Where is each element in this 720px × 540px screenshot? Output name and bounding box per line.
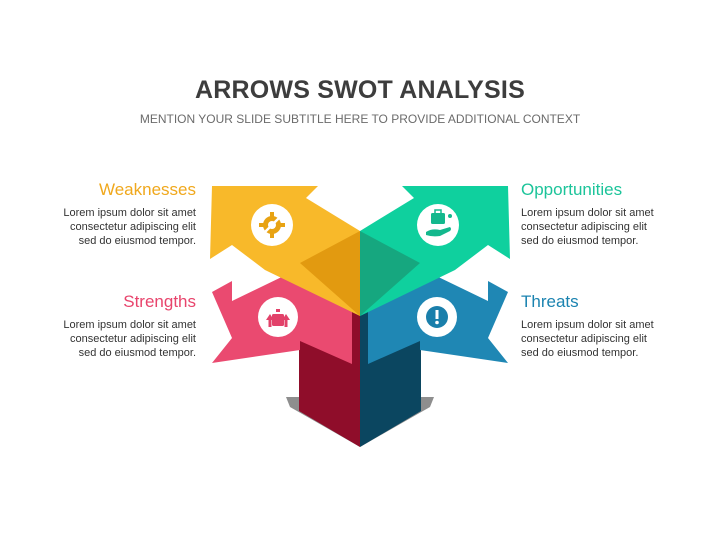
opportunities-text: Lorem ipsum dolor sit amet consectetur a…	[521, 206, 701, 248]
center-facet-right	[360, 231, 420, 316]
threats-line: sed do eiusmod tempor.	[521, 347, 639, 359]
threats-line: consectetur adipiscing elit	[521, 333, 647, 345]
weaknesses-title: Weaknesses	[98, 180, 196, 199]
threats-text: Lorem ipsum dolor sit amet consectetur a…	[521, 318, 701, 360]
weaknesses-text: Lorem ipsum dolor sit amet consectetur a…	[16, 206, 196, 248]
opportunities-line: consectetur adipiscing elit	[521, 221, 647, 233]
slide-title: ARROWS SWOT ANALYSIS	[195, 76, 525, 104]
opportunities-line: sed do eiusmod tempor.	[521, 235, 639, 247]
warning-icon	[426, 306, 448, 328]
strengths-block: Strengths Lorem ipsum dolor sit amet con…	[16, 292, 196, 360]
strengths-line: consectetur adipiscing elit	[70, 333, 196, 345]
strengths-line: Lorem ipsum dolor sit amet	[63, 319, 196, 331]
slide-subtitle: MENTION YOUR SLIDE SUBTITLE HERE TO PROV…	[139, 112, 581, 126]
opportunities-block: Opportunities Lorem ipsum dolor sit amet…	[521, 180, 701, 248]
center-facet-left	[300, 231, 360, 316]
threats-title: Threats	[521, 292, 579, 311]
opportunities-line: Lorem ipsum dolor sit amet	[521, 207, 654, 219]
weaknesses-line: sed do eiusmod tempor.	[78, 235, 196, 247]
weaknesses-line: consectetur adipiscing elit	[70, 221, 196, 233]
opportunities-arrow	[360, 186, 510, 316]
strengths-text: Lorem ipsum dolor sit amet consectetur a…	[16, 318, 196, 360]
weaknesses-line: Lorem ipsum dolor sit amet	[63, 207, 196, 219]
weaknesses-arrow	[210, 186, 360, 316]
puzzle-gear-icon	[259, 212, 285, 238]
rising-arrows-icon	[266, 309, 290, 327]
opportunities-icon-circle	[417, 204, 459, 246]
strengths-title: Strengths	[123, 292, 196, 311]
hand-briefcase-icon	[426, 209, 452, 237]
strengths-line: sed do eiusmod tempor.	[78, 347, 196, 359]
threats-block: Threats Lorem ipsum dolor sit amet conse…	[521, 292, 701, 360]
weaknesses-block: Weaknesses Lorem ipsum dolor sit amet co…	[16, 180, 196, 248]
opportunities-title: Opportunities	[521, 180, 623, 199]
threats-line: Lorem ipsum dolor sit amet	[521, 319, 654, 331]
